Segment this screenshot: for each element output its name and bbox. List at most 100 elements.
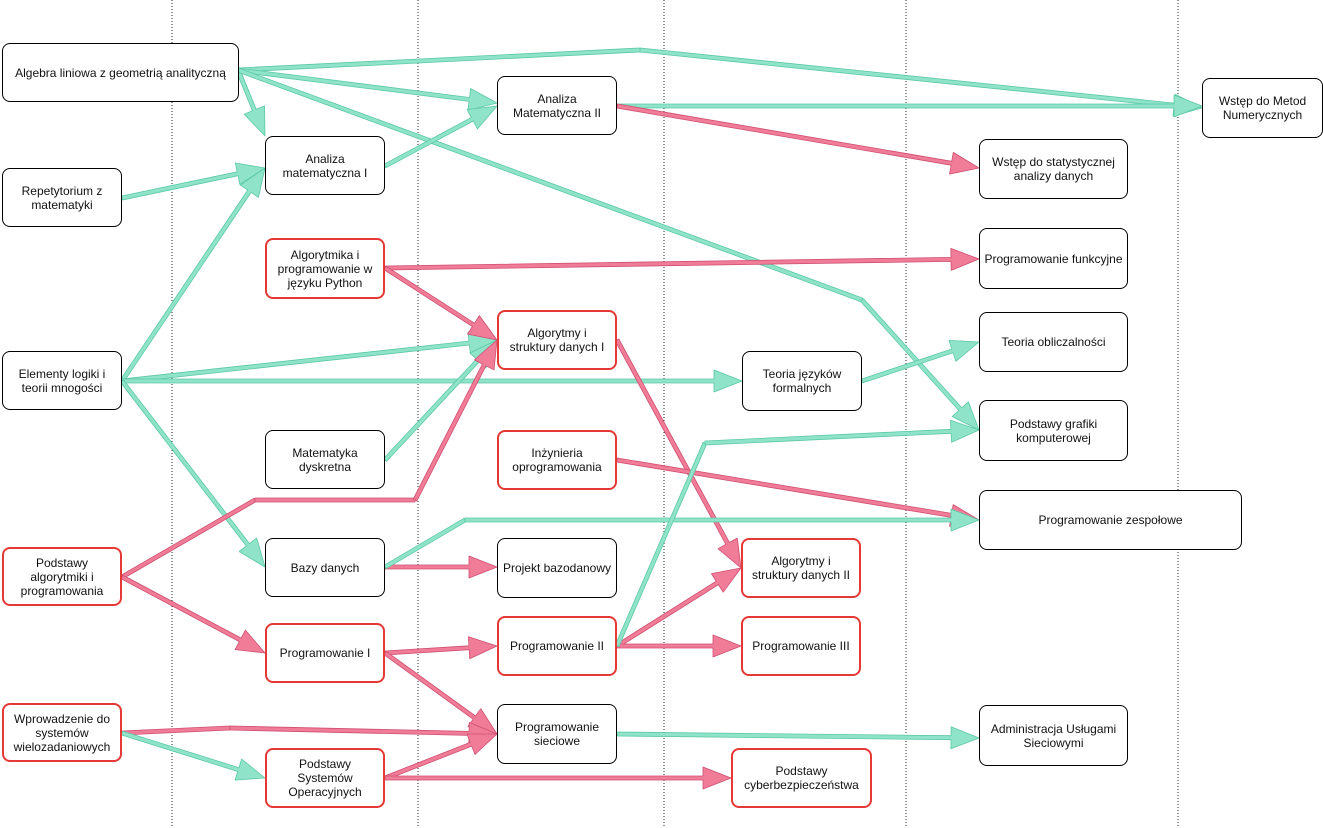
node-label: Algorytmy i struktury danych II xyxy=(751,554,851,582)
edge-arrowhead xyxy=(861,339,980,384)
edge-am2-to-wmn xyxy=(616,94,1203,118)
edge-p1-to-psi xyxy=(383,651,498,735)
node-label: Programowanie I xyxy=(279,646,371,660)
edge-apy-to-pfu xyxy=(384,247,980,271)
node-label: Podstawy algorytmiki i programowania xyxy=(20,555,104,598)
edge-elem-to-am1 xyxy=(119,167,266,383)
edge-p1-to-p2 xyxy=(384,636,498,660)
edge-arrowhead xyxy=(615,567,742,649)
edge-arrowhead xyxy=(616,103,980,175)
node-matematyka-dyskretna[interactable]: Matematyka dyskretna xyxy=(265,430,385,489)
edge-segment xyxy=(383,517,467,570)
edge-arrowhead xyxy=(119,167,266,383)
node-projekt-bazodanowy[interactable]: Projekt bazodanowy xyxy=(497,538,617,598)
node-inzynieria-oprogramowania[interactable]: Inżynieria oprogramowania xyxy=(497,430,617,490)
node-wprowadzenie-systemow[interactable]: Wprowadzenie do systemów wielozadaniowyc… xyxy=(2,703,122,762)
edge-arrowhead xyxy=(121,162,266,201)
node-programowanie-funkcyjne[interactable]: Programowanie funkcyjne xyxy=(979,228,1128,289)
node-teoria-obliczalnosci[interactable]: Teoria obliczalności xyxy=(979,312,1128,372)
node-analiza-2[interactable]: Analiza Matematyczna II xyxy=(497,76,617,135)
edge-am2-to-wsa xyxy=(616,103,980,175)
node-repetytorium[interactable]: Repetytorium z matematyki xyxy=(2,168,122,227)
edge-segment xyxy=(254,497,416,503)
node-podstawy-so[interactable]: Podstawy Systemów Operacyjnych xyxy=(265,748,385,808)
edge-arrowhead xyxy=(860,298,980,431)
edge-elem-to-tjf xyxy=(121,369,743,393)
edge-arrowhead xyxy=(384,766,732,790)
node-label: Administracja Usługami Sieciowymi xyxy=(990,721,1117,750)
node-label: Programowanie zespołowe xyxy=(1038,513,1183,527)
edge-arrowhead xyxy=(383,651,498,735)
node-label: Programowanie sieciowe xyxy=(514,720,600,748)
node-label: Podstawy cyberbezpieczeństwa xyxy=(744,764,859,792)
node-algebra-liniowa[interactable]: Algebra liniowa z geometrią analityczną xyxy=(2,43,239,102)
node-podstawy-algorytmiki[interactable]: Podstawy algorytmiki i programowania xyxy=(2,547,122,606)
edge-pso-to-psi xyxy=(383,733,498,781)
node-grafika-komputerowa[interactable]: Podstawy grafiki komputerowej xyxy=(979,400,1128,461)
edge-wpr-to-psi xyxy=(121,722,498,745)
node-programowanie-3[interactable]: Programowanie III xyxy=(741,616,861,676)
node-bazy-danych[interactable]: Bazy danych xyxy=(265,538,385,597)
edge-elem-to-bd xyxy=(120,379,266,568)
edge-arrowhead xyxy=(464,508,980,532)
node-asd-2[interactable]: Algorytmy i struktury danych II xyxy=(741,538,861,598)
node-label: Projekt bazodanowy xyxy=(502,561,612,575)
node-label: Wprowadzenie do systemów wielozadaniowyc… xyxy=(13,711,111,754)
edge-arrowhead xyxy=(383,265,498,341)
edge-arrowhead xyxy=(229,722,498,745)
edge-arrowhead xyxy=(412,339,498,502)
node-label: Wstęp do Metod Numerycznych xyxy=(1218,94,1307,122)
node-programowanie-zespolowe[interactable]: Programowanie zespołowe xyxy=(979,490,1242,550)
node-asd-1[interactable]: Algorytmy i struktury danych I xyxy=(497,310,617,370)
node-label: Programowanie II xyxy=(509,639,605,653)
node-label: Podstawy Systemów Operacyjnych xyxy=(288,757,362,799)
edge-arrowhead xyxy=(235,68,266,137)
node-algorytmika-python[interactable]: Algorytmika i programowanie w języku Pyt… xyxy=(265,238,385,299)
edge-segment xyxy=(121,725,231,736)
edge-wpr-to-pso xyxy=(121,730,266,781)
edge-alg-to-am2 xyxy=(237,67,498,111)
node-administracja-uslugami[interactable]: Administracja Usługami Sieciowymi xyxy=(979,705,1128,766)
node-programowanie-2[interactable]: Programowanie II xyxy=(497,616,617,676)
node-teoria-jezykow[interactable]: Teoria języków formalnych xyxy=(742,351,862,411)
edge-p2-to-asd2 xyxy=(615,567,742,649)
edge-arrowhead xyxy=(616,94,1203,118)
edge-arrowhead xyxy=(384,555,498,579)
node-cyberbezpieczenstwo[interactable]: Podstawy cyberbezpieczeństwa xyxy=(731,748,872,808)
edge-arrowhead xyxy=(616,726,980,750)
edge-arrowhead xyxy=(384,247,980,271)
node-programowanie-sieciowe[interactable]: Programowanie sieciowe xyxy=(497,704,617,764)
node-label: Teoria języków formalnych xyxy=(762,367,842,395)
edge-arrowhead xyxy=(383,105,498,169)
node-label: Algorytmy i struktury danych I xyxy=(509,326,605,354)
node-analiza-danych[interactable]: Wstęp do statystycznej analizy danych xyxy=(979,139,1128,199)
node-label: Podstawy grafiki komputerowej xyxy=(1009,416,1098,445)
node-label: Inżynieria oprogramowania xyxy=(512,446,602,474)
node-programowanie-1[interactable]: Programowanie I xyxy=(265,623,385,683)
edge-pap-to-p1 xyxy=(120,574,266,654)
node-label: Elementy logiki i teorii mnogości xyxy=(18,366,106,395)
edge-alg-to-am1 xyxy=(235,68,266,137)
node-label: Matematyka dyskretna xyxy=(292,445,358,474)
edge-arrowhead xyxy=(121,369,743,393)
edge-arrowhead xyxy=(121,730,266,781)
edge-segment xyxy=(120,497,257,580)
node-label: Programowanie III xyxy=(752,639,850,653)
edge-segment xyxy=(237,47,641,73)
edge-arrowhead xyxy=(120,379,266,568)
node-label: Bazy danych xyxy=(290,560,360,575)
node-metody-numeryczne[interactable]: Wstęp do Metod Numerycznych xyxy=(1202,78,1323,138)
node-label: Wstęp do statystycznej analizy danych xyxy=(992,155,1115,183)
edge-rep-to-am1 xyxy=(121,162,266,201)
edge-arrowhead xyxy=(614,338,742,569)
edge-asd1-to-asd2 xyxy=(614,338,742,569)
edge-pso-to-pcb xyxy=(384,766,732,790)
node-elementy-logiki[interactable]: Elementy logiki i teorii mnogości xyxy=(2,351,122,410)
edge-elem-to-asd1 xyxy=(121,331,498,384)
edge-arrowhead xyxy=(384,636,498,660)
node-analiza-1[interactable]: Analiza matematyczna I xyxy=(265,136,385,195)
node-label: Analiza Matematyczna II xyxy=(512,91,602,120)
edge-apy-to-asd1 xyxy=(383,265,498,341)
edge-arrowhead xyxy=(121,331,498,384)
